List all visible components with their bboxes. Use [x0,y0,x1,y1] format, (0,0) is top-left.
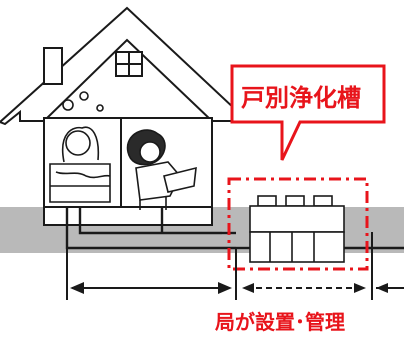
bureau-section-arrow [242,283,366,293]
tick-lines [66,232,373,300]
toilet-child-icon [126,129,197,210]
private-section-arrow [70,282,232,294]
window-icon [115,51,143,77]
bottom-label: 局が設置･管理 [215,310,345,334]
public-section-arrow [376,283,404,293]
callout-label: 戸別浄化槽 [241,84,361,112]
septic-tank-icon [236,195,404,263]
bath-child-icon [49,91,111,203]
callout-box [230,64,386,161]
house-icon [0,6,237,226]
septic-highlight-box [227,177,369,271]
